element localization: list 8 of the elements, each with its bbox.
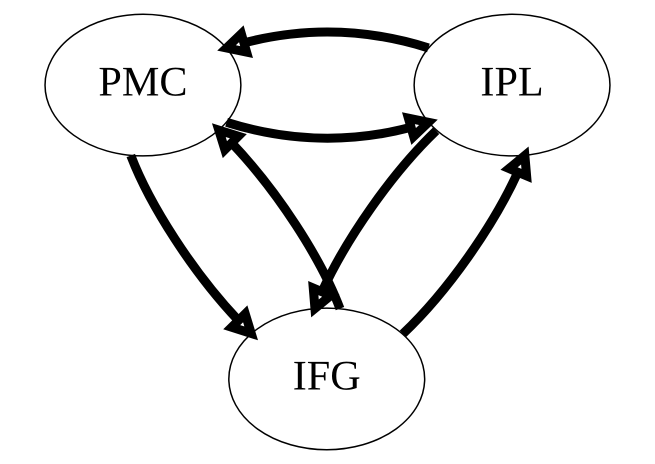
arrow <box>225 112 438 145</box>
node-ellipse: IFG <box>228 307 426 450</box>
arrow <box>126 154 258 340</box>
arrow <box>217 25 430 58</box>
arrow <box>308 128 440 318</box>
node-ellipse: IPL <box>413 14 611 157</box>
node-ellipse: PMC <box>44 14 242 157</box>
arrow <box>400 146 532 337</box>
